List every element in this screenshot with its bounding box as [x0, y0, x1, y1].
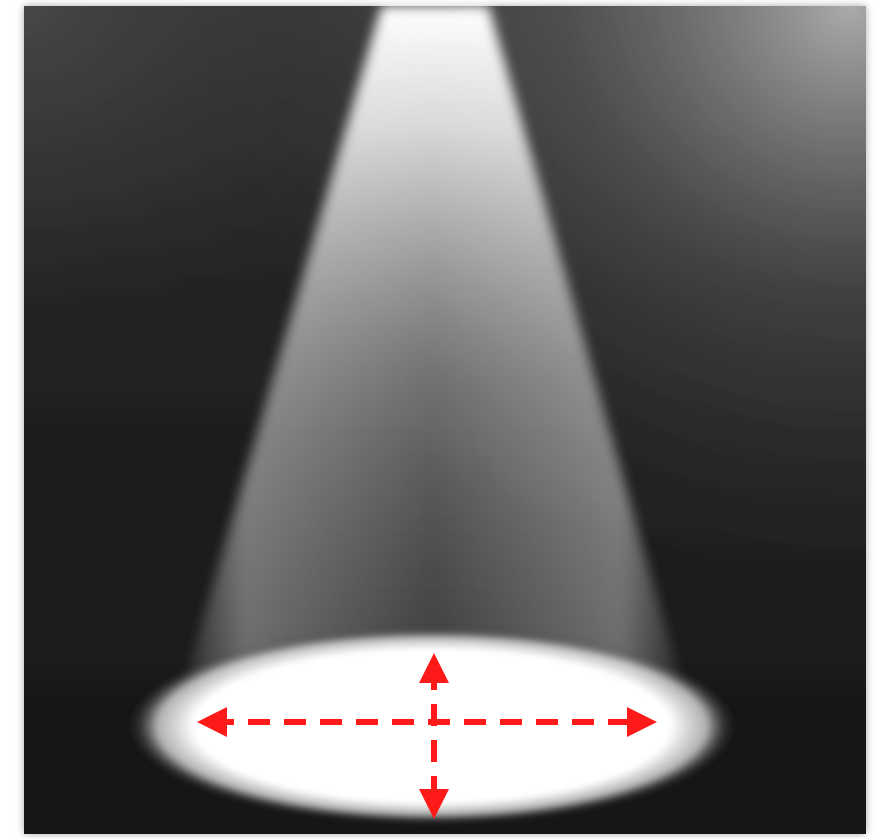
spotlight-scene [0, 0, 882, 838]
